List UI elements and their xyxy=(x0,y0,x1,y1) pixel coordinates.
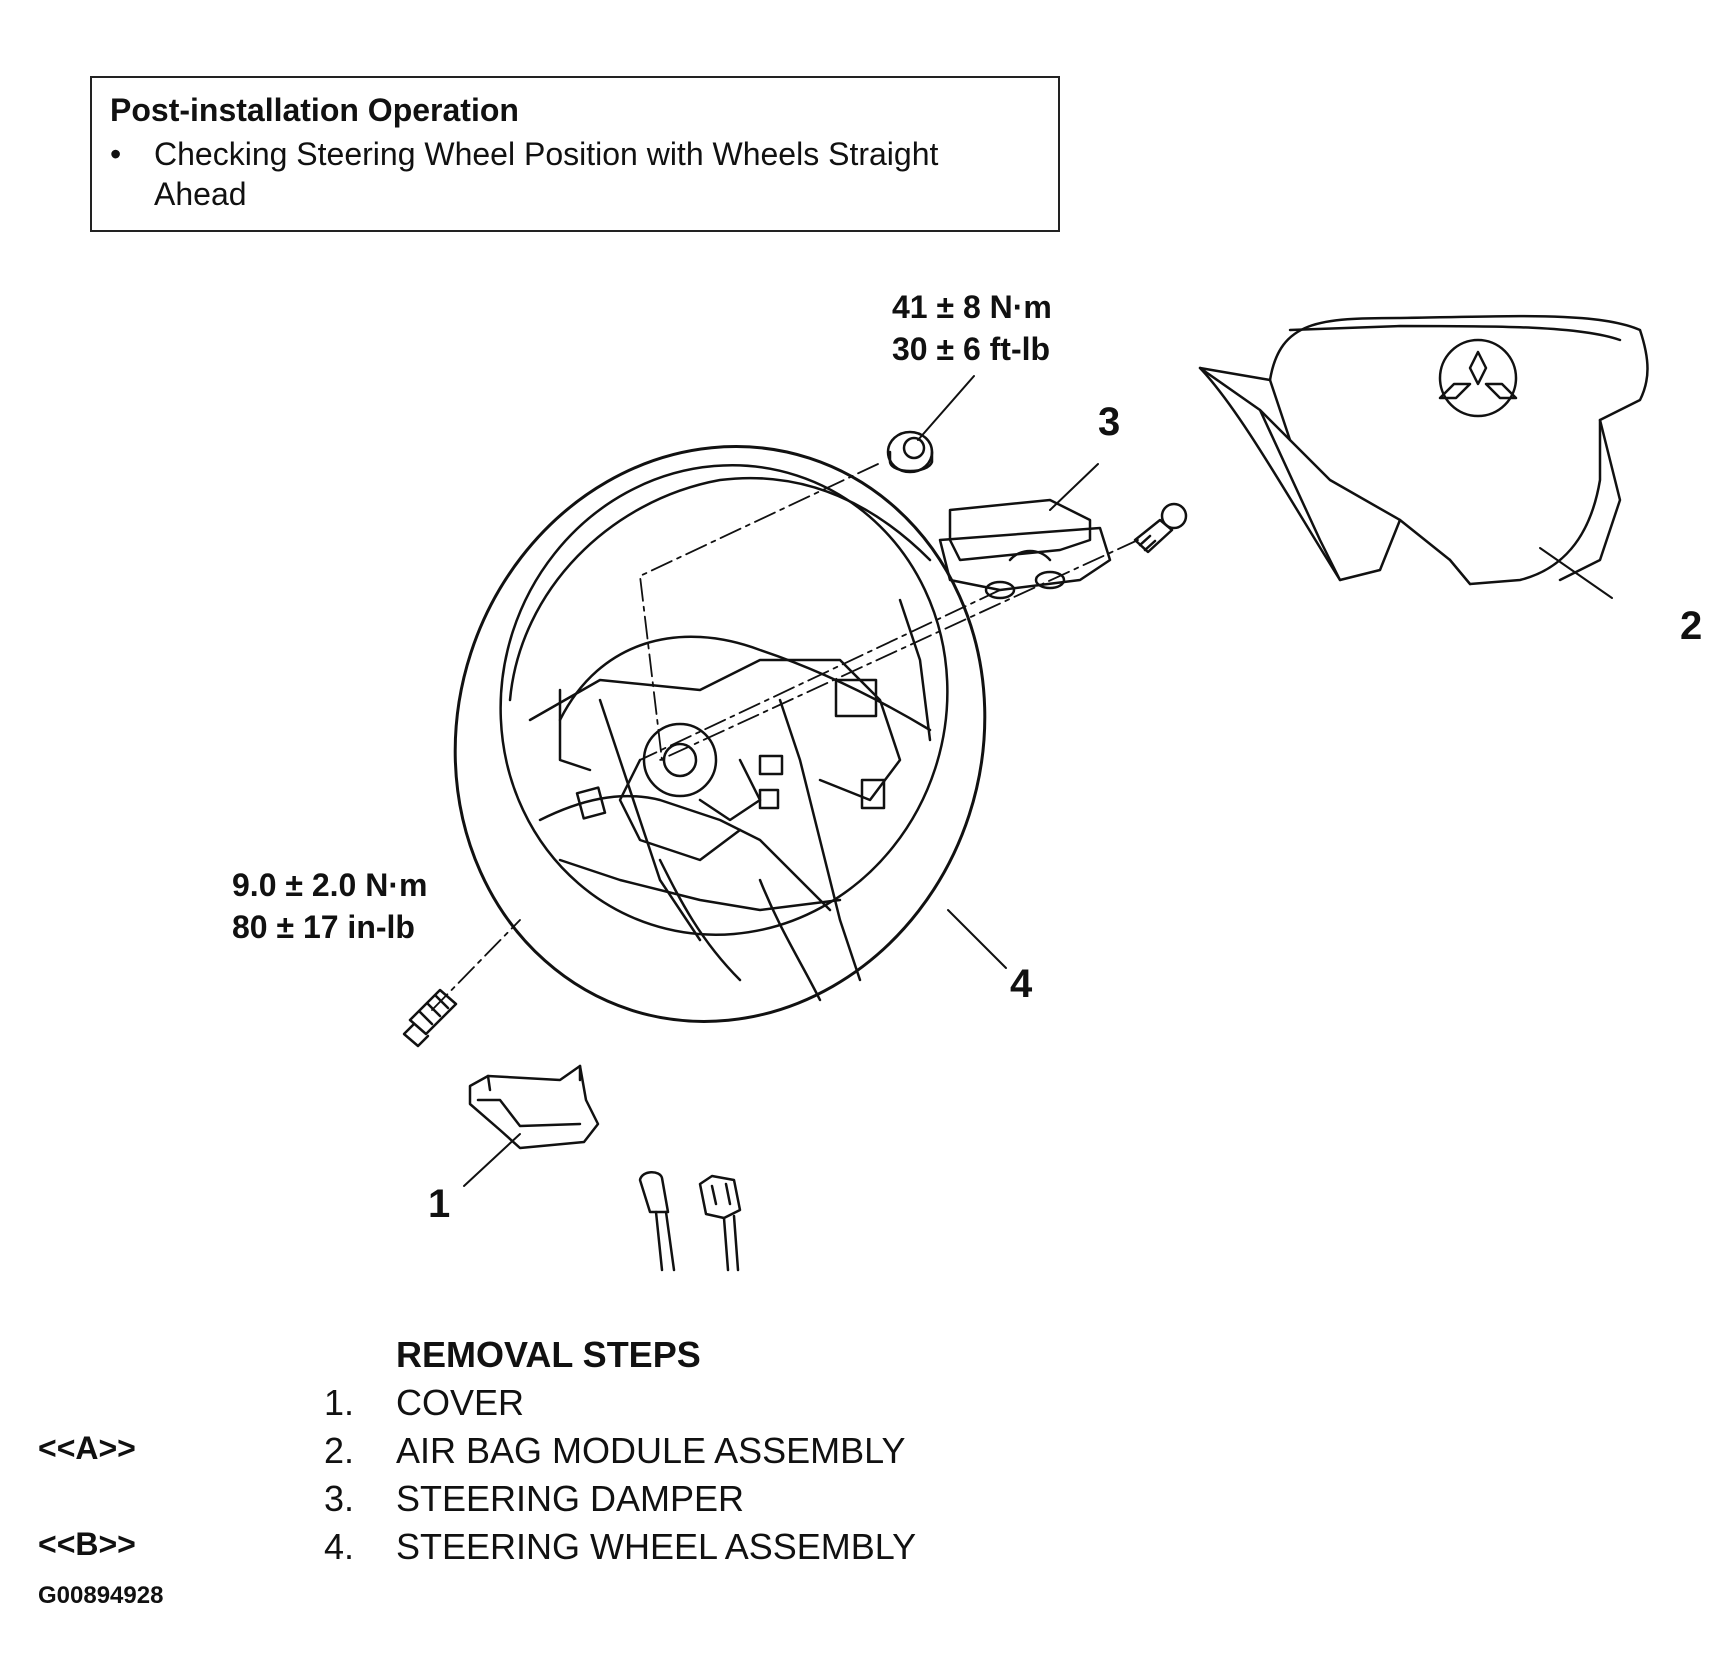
callout-3: 3 xyxy=(1098,400,1121,444)
callout-2: 2 xyxy=(1680,604,1703,648)
steering-damper xyxy=(938,498,1112,600)
step-reference: <<A>> xyxy=(38,1430,136,1466)
post-installation-note: Post-installation Operation • Checking S… xyxy=(90,76,1060,232)
step-number: 3. xyxy=(324,1478,355,1519)
removal-step: <<A>> 2. AIR BAG MODULE ASSEMBLY xyxy=(0,1430,1736,1476)
step-number: 4. xyxy=(324,1526,355,1567)
connectors xyxy=(638,1171,742,1272)
air-bag-module xyxy=(1198,314,1649,586)
note-title: Post-installation Operation xyxy=(110,92,519,128)
removal-step: 1. COVER xyxy=(0,1382,1736,1428)
figure-id: G00894928 xyxy=(38,1582,164,1609)
cover xyxy=(468,1064,600,1150)
step-number: 2. xyxy=(324,1430,355,1471)
step-text: STEERING DAMPER xyxy=(396,1478,745,1519)
leader-lines xyxy=(463,375,1613,1187)
steering-wheel xyxy=(453,445,987,1023)
bolt-torque-metric: 9.0 ± 2.0 N·m xyxy=(232,867,428,903)
bolt-torque-imperial: 80 ± 17 in-lb xyxy=(232,909,415,945)
callout-1: 1 xyxy=(428,1182,451,1226)
assembly-lines xyxy=(431,463,1139,1011)
nut-torque-metric: 41 ± 8 N·m xyxy=(892,289,1052,325)
nut xyxy=(886,430,934,474)
removal-steps-title: REMOVAL STEPS xyxy=(396,1334,701,1375)
removal-step: <<B>> 4. STEERING WHEEL ASSEMBLY xyxy=(0,1526,1736,1572)
step-text: STEERING WHEEL ASSEMBLY xyxy=(396,1526,917,1567)
screw xyxy=(1133,502,1188,554)
step-text: AIR BAG MODULE ASSEMBLY xyxy=(396,1430,906,1471)
nut-torque-imperial: 30 ± 6 ft-lb xyxy=(892,331,1051,367)
removal-step: 3. STEERING DAMPER xyxy=(0,1478,1736,1524)
step-number: 1. xyxy=(324,1382,355,1423)
note-item-text: Checking Steering Wheel Position with Wh… xyxy=(154,136,939,212)
callout-4: 4 xyxy=(1010,962,1033,1006)
step-text: COVER xyxy=(396,1382,525,1423)
step-reference: <<B>> xyxy=(38,1526,136,1562)
bolt xyxy=(402,988,458,1048)
bullet-icon: • xyxy=(110,136,122,172)
